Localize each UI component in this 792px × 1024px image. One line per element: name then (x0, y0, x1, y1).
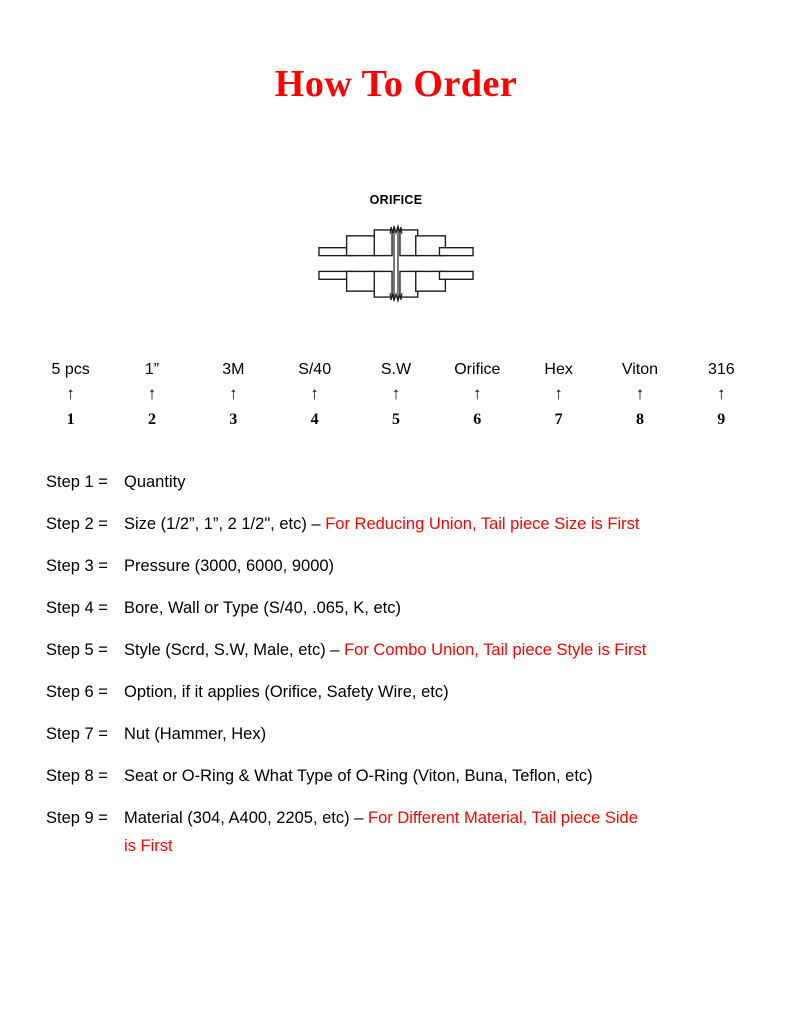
step-text: Seat or O-Ring & What Type of O-Ring (Vi… (124, 767, 593, 785)
order-code-row: 5 pcs ↑ 1 1” ↑ 2 3M ↑ 3 S/40 ↑ 4 S.W ↑ 5… (30, 360, 762, 430)
code-col-nut: Hex ↑ 7 (518, 360, 599, 430)
code-col-seat: Viton ↑ 8 (599, 360, 680, 430)
step-text: Bore, Wall or Type (S/40, .065, K, etc) (124, 599, 401, 617)
up-arrow-icon: ↑ (554, 384, 563, 403)
up-arrow-icon: ↑ (310, 384, 319, 403)
step-text: Option, if it applies (Orifice, Safety W… (124, 683, 449, 701)
step-3: Step 3 = Pressure (3000, 6000, 9000) (46, 556, 746, 577)
code-number: 2 (147, 411, 156, 428)
up-arrow-icon: ↑ (147, 384, 157, 403)
step-text: Quantity (124, 473, 186, 491)
step-2: Step 2 = Size (1/2”, 1”, 2 1/2", etc) – F… (46, 514, 746, 535)
code-number: 3 (229, 411, 238, 428)
code-col-quantity: 5 pcs ↑ 1 (30, 360, 111, 430)
code-number: 7 (554, 411, 563, 428)
code-col-option: Orifice ↑ 6 (437, 360, 518, 430)
orifice-label: ORIFICE (369, 193, 423, 207)
step-8: Step 8 = Seat or O-Ring & What Type of O-… (46, 766, 746, 787)
code-number: 4 (310, 411, 319, 428)
step-5: Step 5 = Style (Scrd, S.W, Male, etc) – F… (46, 640, 746, 661)
step-note: For Combo Union, Tail piece Style is Fir… (344, 641, 647, 659)
orifice-diagram-section: ORIFICE (0, 192, 792, 310)
up-arrow-icon: ↑ (66, 384, 75, 403)
step-note: For Reducing Union, Tail piece Size is F… (325, 515, 640, 533)
up-arrow-icon: ↑ (391, 384, 401, 403)
code-label: Orifice (454, 361, 501, 378)
step-label: Step 2 = (46, 515, 108, 533)
step-note: For Different Material, Tail piece Side (367, 809, 638, 827)
step-label: Step 1 = (46, 473, 108, 491)
step-text: Nut (Hammer, Hex) (124, 725, 267, 743)
code-number: 1 (66, 411, 75, 428)
code-label: Viton (621, 361, 659, 378)
step-text: Style (Scrd, S.W, Male, etc) – (124, 641, 345, 659)
step-text: Size (1/2”, 1”, 2 1/2", etc) – (124, 515, 326, 533)
code-label: S/40 (298, 361, 332, 378)
step-label: Step 6 = (46, 683, 108, 701)
step-label: Step 9 = (46, 809, 108, 827)
code-number: 5 (391, 411, 400, 428)
orifice-fitting-diagram-icon (318, 223, 474, 304)
code-label: Hex (544, 361, 573, 378)
step-label: Step 5 = (46, 641, 108, 659)
up-arrow-icon: ↑ (635, 384, 645, 403)
step-text: Material (304, A400, 2205, etc) – (124, 809, 368, 827)
steps-list: Step 1 = Quantity Step 2 = Size (1/2”, 1”,… (46, 472, 746, 857)
step-label: Step 4 = (46, 599, 108, 617)
step-label: Step 3 = (46, 557, 108, 575)
up-arrow-icon: ↑ (717, 384, 726, 403)
code-col-pressure: 3M ↑ 3 (193, 360, 274, 430)
code-col-material: 316 ↑ 9 (681, 360, 762, 430)
step-4: Step 4 = Bore, Wall or Type (S/40, .065, … (46, 598, 746, 619)
code-label: 316 (707, 361, 735, 378)
step-1: Step 1 = Quantity (46, 472, 746, 493)
step-label: Step 7 = (46, 725, 108, 743)
code-number: 8 (635, 411, 644, 428)
up-arrow-icon: ↑ (229, 384, 238, 403)
step-6: Step 6 = Option, if it applies (Orifice, … (46, 682, 746, 703)
up-arrow-icon: ↑ (473, 384, 482, 403)
step-9: Step 9 = Material (304, A400, 2205, etc) … (46, 808, 746, 857)
page-title: How To Order (274, 63, 518, 105)
code-col-bore: S/40 ↑ 4 (274, 360, 355, 430)
code-label: 5 pcs (51, 361, 90, 378)
step-note-continuation: is First (124, 837, 173, 855)
code-label: S.W (380, 361, 412, 378)
code-col-size: 1” ↑ 2 (111, 360, 192, 430)
step-label: Step 8 = (46, 767, 108, 785)
code-label: 1” (144, 361, 160, 378)
step-text: Pressure (3000, 6000, 9000) (124, 557, 335, 575)
code-label: 3M (222, 361, 245, 378)
code-number: 9 (717, 411, 726, 428)
code-number: 6 (473, 411, 482, 428)
step-7: Step 7 = Nut (Hammer, Hex) (46, 724, 746, 745)
code-col-style: S.W ↑ 5 (355, 360, 436, 430)
